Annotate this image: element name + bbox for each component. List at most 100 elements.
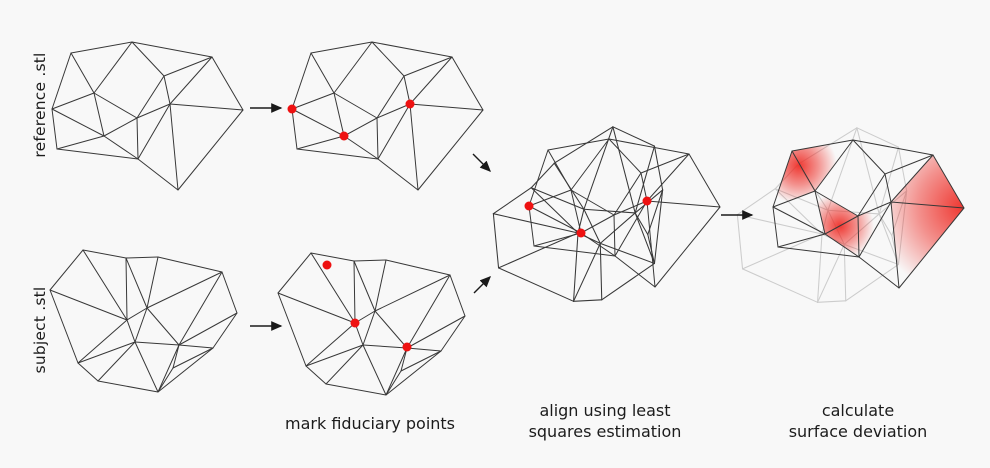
mesh-edge (296, 135, 345, 150)
panel-subject-marked (277, 252, 466, 396)
mesh-edge (932, 154, 965, 209)
mesh-edge (211, 56, 244, 111)
mesh-edge (169, 103, 179, 191)
mesh-edge (136, 75, 165, 119)
mesh-edge (325, 344, 364, 385)
mesh-edge (530, 162, 555, 189)
fiducial-dots-reference-marked (287, 99, 415, 141)
step-calculate-line2: surface deviation (788, 422, 928, 441)
mesh-edge (221, 271, 238, 314)
mesh-edge (613, 172, 642, 216)
mesh-edge (51, 52, 72, 110)
mesh-edge (49, 289, 128, 321)
mesh-edge (157, 347, 214, 393)
deviation-region (825, 216, 859, 257)
mesh-edge (51, 108, 58, 150)
mesh-edge (385, 347, 408, 396)
mesh-edge (56, 148, 139, 160)
mesh-edge (169, 103, 244, 111)
mesh-edge (163, 75, 171, 105)
mesh-edge (353, 259, 387, 262)
mesh-edge (403, 75, 411, 105)
mesh-edge (417, 109, 484, 191)
mesh-edge (333, 41, 373, 94)
mesh-edge (125, 256, 159, 259)
panel-deviation-reference (772, 139, 965, 289)
mesh-edge (291, 92, 335, 110)
fiducial-dots-subject-marked (322, 260, 412, 352)
step-calculate-line1: calculate (821, 401, 895, 420)
ghost-mesh-edge (843, 243, 847, 302)
ghost-mesh-edge (817, 243, 845, 303)
mesh-edge (890, 201, 965, 209)
mesh-edge (409, 56, 453, 105)
mesh-edge (49, 289, 79, 364)
mesh-edge (530, 187, 579, 234)
mesh-edge (640, 172, 648, 202)
mesh-edge (884, 154, 934, 175)
mesh-edge (137, 103, 171, 160)
mesh-edge (612, 126, 655, 147)
fiducial-dot (402, 342, 412, 352)
mesh-edge (884, 173, 892, 203)
mesh-edge (614, 255, 656, 288)
mesh-edge (377, 103, 411, 160)
mesh-edge (613, 214, 616, 257)
mesh-edge (376, 117, 379, 160)
mesh-edge (634, 145, 655, 214)
deviation-region (891, 202, 964, 288)
mesh-edge (777, 233, 826, 248)
mesh-edge (134, 341, 159, 393)
ghost-mesh-edge (856, 127, 880, 215)
fiducial-dot (576, 228, 586, 238)
label-reference-file: reference .stl (31, 52, 49, 158)
mesh-edge (403, 56, 453, 77)
mesh-edge (400, 347, 408, 372)
mesh-edge (814, 190, 826, 235)
mesh-edge (374, 259, 387, 312)
mesh-edge (277, 292, 307, 367)
mesh-edge (291, 108, 298, 150)
mesh-edge (528, 189, 572, 207)
mesh-edge (498, 232, 579, 269)
mesh-edge (178, 271, 223, 346)
mesh-edge (791, 139, 854, 152)
mesh-edge (371, 41, 405, 77)
panel-subject-plain (49, 249, 238, 393)
mesh-edge (172, 347, 214, 369)
mesh-edge (376, 75, 405, 119)
mesh-edge (857, 215, 860, 258)
mesh-edge (82, 249, 127, 259)
step-align-line1: align using least (539, 401, 671, 420)
fiducial-dot (322, 260, 332, 270)
mesh-edge (647, 189, 664, 236)
mesh-edge (136, 117, 139, 160)
mesh-edge (310, 252, 355, 262)
mesh-edge (640, 153, 690, 174)
mesh-edge (172, 344, 180, 369)
mesh-edge (374, 310, 408, 349)
mesh-edge (599, 212, 636, 244)
mesh-edge (409, 103, 419, 191)
ghost-mesh-edge (817, 300, 847, 303)
mesh-edge (653, 145, 664, 191)
mesh-edge (601, 262, 655, 301)
mesh-edge (333, 92, 378, 119)
label-step-mark-fiduciary-points: mark fiduciary points (285, 413, 455, 434)
mesh-edge (406, 315, 466, 349)
mesh-edge (93, 92, 138, 119)
mesh-edge (137, 158, 179, 191)
ghost-mesh-edge (742, 268, 819, 303)
mesh-edge (134, 341, 180, 346)
mesh-edge (599, 242, 603, 301)
mesh-edge (362, 344, 408, 349)
mesh-edge (291, 52, 312, 110)
mesh-edge (49, 249, 84, 291)
mesh-edge (634, 212, 655, 264)
mesh-edge (305, 365, 327, 385)
ghost-mesh-edge (742, 233, 823, 270)
mesh-edge (77, 319, 128, 364)
mesh-edge (824, 215, 859, 235)
